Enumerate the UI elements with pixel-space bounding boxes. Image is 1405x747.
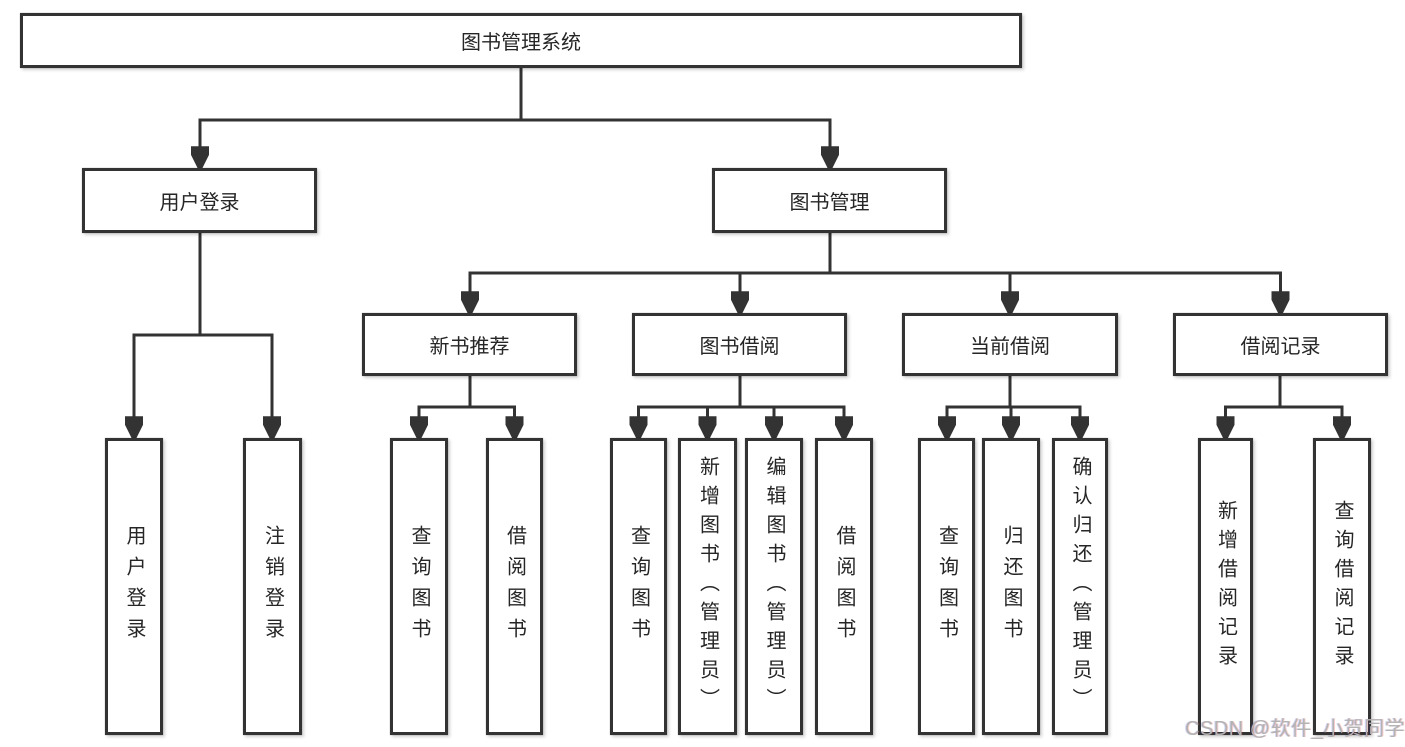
leaf-cb-query-book: 查询图书	[918, 438, 975, 735]
leaf-bb-add-book-admin: 新增图书（管理员）	[678, 438, 737, 735]
connector-root-bus	[198, 68, 832, 122]
leaf-user-login: 用户登录	[105, 438, 163, 735]
node-new-book-recommend: 新书推荐	[362, 313, 577, 376]
connector-borrow-record-bus	[1224, 376, 1344, 409]
node-user-login: 用户登录	[82, 168, 317, 233]
node-root-system: 图书管理系统	[20, 13, 1022, 68]
leaf-logout: 注销登录	[243, 438, 302, 735]
connector-new-book-rec-bus	[417, 376, 516, 409]
leaf-cb-return-book: 归还图书	[982, 438, 1040, 735]
leaf-br-add-record: 新增借阅记录	[1198, 438, 1253, 735]
connector-book-borrow-bus	[637, 376, 846, 409]
leaf-bb-edit-book-admin: 编辑图书（管理员）	[745, 438, 803, 735]
node-book-borrow: 图书借阅	[632, 313, 847, 376]
node-book-management: 图书管理	[712, 168, 947, 233]
watermark: CSDN @软件_小贺同学	[1185, 718, 1405, 740]
leaf-bb-query-book: 查询图书	[610, 438, 667, 735]
leaf-bb-borrow-book: 借阅图书	[815, 438, 873, 735]
connector-book-mgmt-bus	[468, 233, 1282, 275]
node-current-borrow: 当前借阅	[902, 313, 1118, 376]
connector-user-login-bus	[132, 233, 274, 337]
leaf-rec-query-book: 查询图书	[390, 438, 448, 735]
node-borrow-record: 借阅记录	[1173, 313, 1388, 376]
leaf-cb-confirm-return-admin: 确认归还（管理员）	[1052, 438, 1108, 735]
connector-current-borrow-bus	[945, 376, 1082, 409]
leaf-rec-borrow-book: 借阅图书	[486, 438, 543, 735]
leaf-br-query-record: 查询借阅记录	[1313, 438, 1371, 735]
